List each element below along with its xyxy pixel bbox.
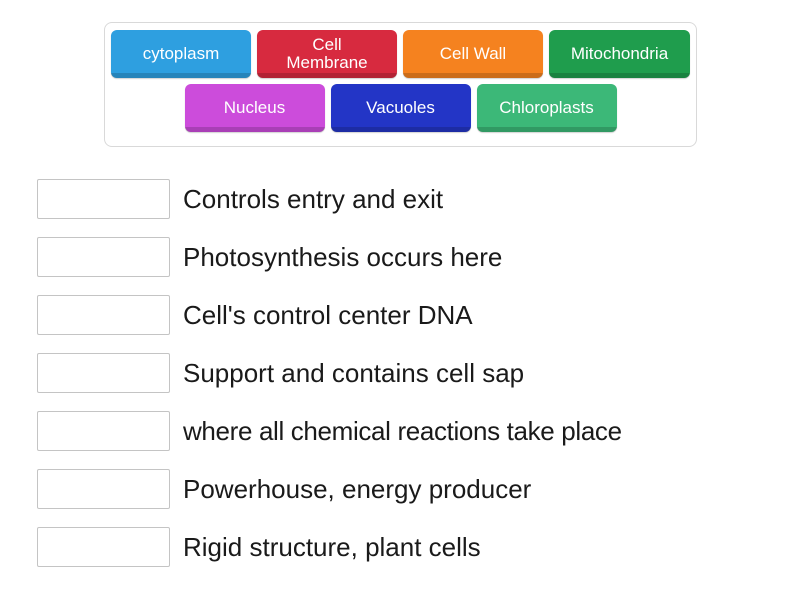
answer-row-label: where all chemical reactions take place [183, 416, 622, 446]
answer-row: Photosynthesis occurs here [37, 228, 777, 286]
drop-zone[interactable] [37, 295, 170, 335]
draggable-tile[interactable]: Chloroplasts [476, 84, 617, 132]
draggable-tile[interactable]: Cell Membrane [257, 30, 397, 78]
answer-row: where all chemical reactions take place [37, 402, 777, 460]
answer-row-label: Support and contains cell sap [183, 358, 525, 388]
drop-zone[interactable] [37, 469, 170, 509]
answer-row-label: Rigid structure, plant cells [183, 532, 481, 562]
answer-row: Rigid structure, plant cells [37, 518, 777, 576]
answer-row-label: Photosynthesis occurs here [183, 242, 503, 272]
answer-row-label: Cell's control center DNA [183, 300, 473, 330]
drop-zone[interactable] [37, 411, 170, 451]
answer-row: Controls entry and exit [37, 170, 777, 228]
draggable-tile[interactable]: Vacuoles [330, 84, 471, 132]
draggable-tile[interactable]: cytoplasm [111, 30, 251, 78]
answer-row-label: Powerhouse, energy producer [183, 474, 532, 504]
draggable-tile[interactable]: Mitochondria [549, 30, 690, 78]
draggable-tile[interactable]: Nucleus [184, 84, 325, 132]
answer-row: Cell's control center DNA [37, 286, 777, 344]
answer-row-label: Controls entry and exit [183, 184, 444, 214]
draggable-tile[interactable]: Cell Wall [403, 30, 543, 78]
answer-row: Support and contains cell sap [37, 344, 777, 402]
drop-zone[interactable] [37, 237, 170, 277]
answer-row: Powerhouse, energy producer [37, 460, 777, 518]
drop-zone[interactable] [37, 353, 170, 393]
drop-zone[interactable] [37, 527, 170, 567]
drop-zone[interactable] [37, 179, 170, 219]
